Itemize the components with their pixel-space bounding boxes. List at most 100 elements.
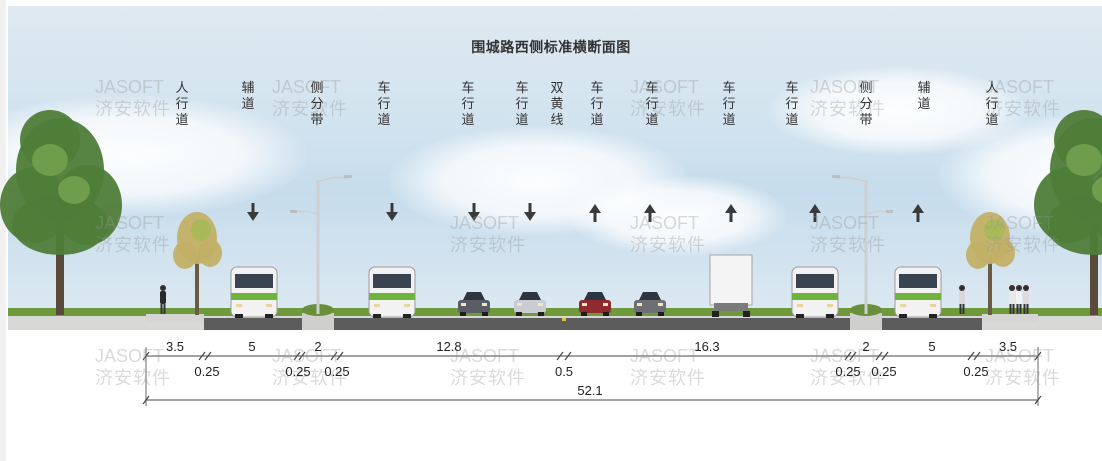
right-small-tree <box>966 212 1015 315</box>
lamp-arm <box>835 176 867 183</box>
right-service-road <box>882 318 982 330</box>
arrow-shaft <box>813 210 817 222</box>
bus-right-service-road <box>894 266 942 318</box>
person-head <box>1023 285 1029 291</box>
person-leg <box>1009 304 1012 314</box>
bus-wheel <box>929 314 937 318</box>
dimension-tick <box>564 351 572 361</box>
person-torso <box>1016 291 1022 304</box>
arrow-up-icon <box>725 204 737 222</box>
gap-width-label: 0.25 <box>963 364 989 379</box>
car-4 <box>634 292 666 316</box>
lamp-head <box>832 175 840 178</box>
person-head <box>1016 285 1022 291</box>
truck-wheel <box>743 311 750 317</box>
car-wheel <box>636 312 642 316</box>
dimension-tick <box>330 351 338 361</box>
lane-label: 车行道 <box>785 80 799 127</box>
segment-width-label: 12.8 <box>436 339 462 354</box>
pedestrian-group <box>1023 285 1029 314</box>
tree-trunk <box>988 255 992 315</box>
dimension-tick <box>973 351 981 361</box>
tree-highlight <box>32 144 68 176</box>
arrow-shaft <box>251 203 255 215</box>
car-wheel <box>581 312 587 316</box>
dimension-tick <box>844 351 852 361</box>
lane-label: 车行道 <box>461 80 475 127</box>
gap-width-label: 0.25 <box>194 364 220 379</box>
tree-highlight <box>1066 144 1102 176</box>
car-body <box>458 300 490 313</box>
lane-label: 车行道 <box>722 80 736 127</box>
dimension-area <box>8 330 1102 461</box>
car-body <box>634 300 666 313</box>
dimension-tick <box>298 351 306 361</box>
car-wheel <box>658 312 664 316</box>
lane-label: 辅道 <box>241 80 255 111</box>
segment-width-label: 16.3 <box>694 339 720 354</box>
truck-bumper <box>714 303 748 311</box>
bus-light <box>404 304 410 307</box>
person-leg <box>962 304 965 314</box>
left-street-lamp <box>290 175 352 314</box>
tree-foliage <box>1046 195 1102 255</box>
car-light <box>517 303 522 306</box>
lane-label: 车行道 <box>590 80 604 127</box>
car-cabin <box>639 292 661 300</box>
car-1 <box>458 292 490 316</box>
tree-highlight <box>1092 177 1102 203</box>
arrow-down-icon <box>247 203 259 221</box>
tree-trunk <box>195 255 199 315</box>
sky-background <box>8 6 1102 310</box>
lane-label: 车行道 <box>515 80 529 127</box>
arrow-up-icon <box>809 204 821 222</box>
arrow-head <box>725 204 737 213</box>
person-torso <box>1009 291 1015 304</box>
car-light <box>603 303 608 306</box>
person-head <box>160 285 166 291</box>
dimension-tick <box>293 351 301 361</box>
lamp-pole <box>864 180 868 314</box>
car-light <box>637 303 642 306</box>
right-sidewalk <box>982 314 1038 322</box>
arrow-down-icon <box>468 203 480 221</box>
arrow-up-icon <box>644 204 656 222</box>
bus-light <box>236 304 242 307</box>
arrow-head <box>468 212 480 221</box>
bus-light <box>930 304 936 307</box>
dimension-tick <box>336 351 344 361</box>
segment-width-label: 3.5 <box>165 339 185 354</box>
tree-highlight <box>191 219 211 241</box>
arrow-up-icon <box>912 204 924 222</box>
bus-main-right <box>791 266 839 318</box>
arrow-shaft <box>916 210 920 222</box>
pedestrian-group <box>1009 285 1015 314</box>
gap-width-label: 0.25 <box>285 364 311 379</box>
lane-label: 辅道 <box>917 80 931 111</box>
right-street-lamp <box>832 175 893 314</box>
person-torso <box>1023 291 1029 304</box>
lane-label: 双黄线 <box>550 80 564 127</box>
car-wheel <box>603 312 609 316</box>
bus-light <box>797 304 803 307</box>
arrow-shaft <box>528 203 532 215</box>
bus-stripe <box>792 293 838 300</box>
person-leg <box>163 304 166 314</box>
total-width-label: 52.1 <box>577 383 603 398</box>
segment-width-label: 5 <box>928 339 936 354</box>
dimension-tick <box>849 351 857 361</box>
tree-foliage <box>198 239 222 267</box>
arrow-head <box>247 212 259 221</box>
person-leg <box>959 304 962 314</box>
car-body <box>579 300 611 313</box>
dimension-tick <box>556 351 564 361</box>
dimension-tick <box>204 351 212 361</box>
bus-wheel <box>235 314 243 318</box>
box-truck <box>709 254 753 317</box>
bus-wheel <box>403 314 411 318</box>
truck-wheel <box>712 311 719 317</box>
pedestrian-left <box>160 285 166 314</box>
lane-label: 车行道 <box>377 80 391 127</box>
tree-highlight <box>984 219 1004 241</box>
